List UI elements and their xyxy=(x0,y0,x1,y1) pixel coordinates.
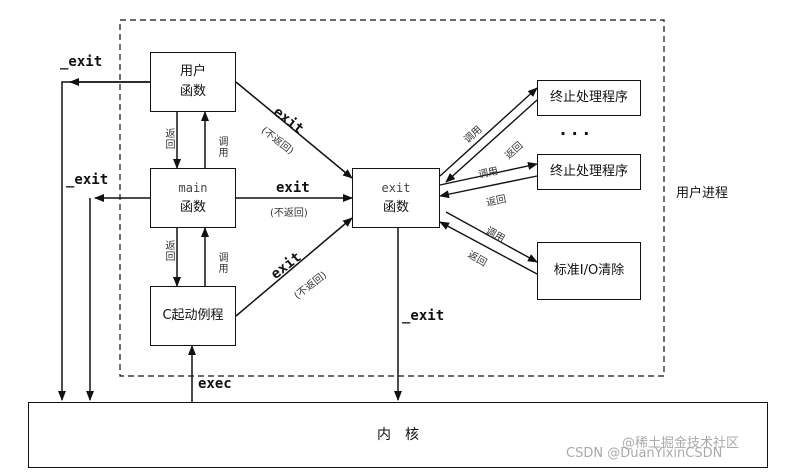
return-label-main-cstart: 返回 xyxy=(163,240,174,262)
arrow-io-to-exit-return xyxy=(439,221,538,275)
exec-label: exec xyxy=(198,376,232,392)
arrow-user-to-exit xyxy=(235,81,353,179)
underscore-exit-label-exitfunc: _exit xyxy=(402,308,445,324)
main-function-line1: main xyxy=(178,181,208,195)
exit-handler-2-label: 终止处理程序 xyxy=(549,164,628,179)
c-startup-label: C起动例程 xyxy=(162,308,224,323)
exit-label-main: exit xyxy=(276,180,310,196)
no-return-label-main: (不返回) xyxy=(270,208,308,219)
main-function-box: main 函数 xyxy=(150,168,236,228)
handler-ellipsis: · · · xyxy=(560,124,590,143)
arrow-handler2-to-exit-return xyxy=(439,175,538,199)
io-cleanup-box: 标准I/O清除 xyxy=(537,242,641,300)
kernel-box: 内 核 xyxy=(28,402,768,468)
underscore-exit-label-user: _exit xyxy=(60,54,103,70)
arrow-user-underscore-exit xyxy=(58,81,150,401)
arrow-handler1-to-exit-return xyxy=(445,99,538,183)
watermark-csdn: CSDN @DuanYixinCSDN xyxy=(566,446,723,461)
arrow-exit-to-handler1-call xyxy=(439,87,538,177)
c-startup-box: C起动例程 xyxy=(150,286,236,346)
user-function-line1: 用户 xyxy=(179,64,206,79)
exit-handler-box-2: 终止处理程序 xyxy=(537,154,641,190)
arrow-exit-to-io-call xyxy=(445,211,538,263)
arrow-cstart-to-exit xyxy=(235,217,353,317)
watermark-juejin: @稀土掘金技术社区 xyxy=(622,436,740,451)
exit-function-box: exit 函数 xyxy=(352,168,440,228)
exit-handler-1-label: 终止处理程序 xyxy=(549,90,628,105)
call-label-main-user: 调用 xyxy=(216,136,227,158)
main-function-line2: 函数 xyxy=(179,200,206,215)
user-function-box: 用户 函数 xyxy=(150,52,236,112)
return-label-user-main: 返回 xyxy=(163,128,174,150)
call-label-cstart-main: 调用 xyxy=(216,252,227,274)
kernel-label: 内 核 xyxy=(377,427,419,443)
io-cleanup-label: 标准I/O清除 xyxy=(553,263,625,278)
user-process-label: 用户进程 xyxy=(676,186,729,201)
exit-function-line2: 函数 xyxy=(382,200,409,215)
user-function-line2: 函数 xyxy=(179,84,206,99)
underscore-exit-label-main: _exit xyxy=(66,172,109,188)
exit-function-line1: exit xyxy=(381,181,411,195)
arrow-exit-to-handler2-call xyxy=(439,161,538,186)
exit-handler-box-1: 终止处理程序 xyxy=(537,80,641,116)
